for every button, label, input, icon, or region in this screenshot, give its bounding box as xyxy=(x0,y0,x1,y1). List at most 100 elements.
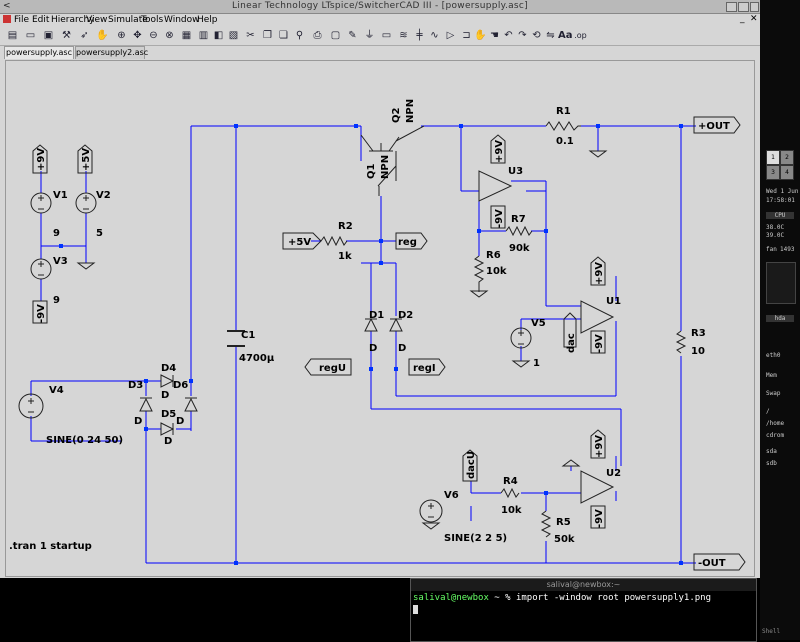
menu-file[interactable]: File xyxy=(14,15,30,25)
redo-icon[interactable]: ↷ xyxy=(518,30,527,41)
shell-label[interactable]: Shell xyxy=(762,628,781,635)
hda-label: hda xyxy=(766,315,794,322)
d2-value: D xyxy=(398,343,406,354)
d4-name: D4 xyxy=(161,363,176,374)
schematic-canvas[interactable]: +OUT -OUT +5V reg regU regI dac dacU +9V… xyxy=(5,60,755,577)
close-all-icon[interactable]: ▧ xyxy=(228,30,239,41)
tab-bar: powersupply.asc powersupply2.asc xyxy=(0,46,760,59)
halt-icon[interactable]: ✋ xyxy=(96,30,109,41)
wires xyxy=(30,125,696,564)
menu-hierarchy[interactable]: Hierarchy xyxy=(51,15,95,25)
c1-name: C1 xyxy=(241,330,255,341)
control-panel-icon[interactable]: ⚒ xyxy=(62,30,71,41)
print-icon[interactable]: ⎙ xyxy=(313,30,322,41)
label-icon[interactable]: ▭ xyxy=(381,30,392,41)
mount-cdrom: cdrom xyxy=(766,432,785,439)
r5-name: R5 xyxy=(556,517,571,528)
tile-icon[interactable]: ▥ xyxy=(198,30,209,41)
d4-value: D xyxy=(161,390,169,401)
r4-value: 10k xyxy=(501,505,522,516)
terminal-window[interactable]: salival@newbox:~ salival@newbox ~ % impo… xyxy=(410,578,757,642)
open-icon[interactable]: ▭ xyxy=(25,30,36,41)
maximize-button[interactable] xyxy=(738,2,749,12)
flag-v2-pos: +5V xyxy=(81,148,92,171)
ltspice-window: < Linear Technology LTspice/SwitcherCAD … xyxy=(0,0,760,578)
app-icon xyxy=(3,15,11,23)
copy-icon[interactable]: ❐ xyxy=(263,30,272,41)
v5-value: 1 xyxy=(533,358,540,369)
run-icon[interactable]: ➶ xyxy=(80,30,89,41)
new-icon[interactable]: ▤ xyxy=(7,30,18,41)
menu-window[interactable]: Window xyxy=(164,15,200,25)
print-preview-icon[interactable]: ▢ xyxy=(330,30,341,41)
r2-name: R2 xyxy=(338,221,353,232)
net-reg: reg xyxy=(398,237,417,248)
close-window-button[interactable] xyxy=(750,2,759,12)
window-title: Linear Technology LTspice/SwitcherCAD II… xyxy=(232,1,528,11)
undo-icon[interactable]: ↶ xyxy=(504,30,513,41)
menu-help[interactable]: Help xyxy=(197,15,218,25)
spice-directive-icon[interactable]: .op xyxy=(574,31,587,40)
minimize-button[interactable] xyxy=(726,2,737,12)
find-icon[interactable]: ⚲ xyxy=(295,30,304,41)
voltage-sources xyxy=(18,192,532,523)
menu-simulate[interactable]: Simulate xyxy=(108,15,148,25)
q2-name: Q2 xyxy=(391,107,402,123)
workspace-pager[interactable]: 1 2 3 4 xyxy=(766,150,794,180)
component-icon[interactable]: ⊐ xyxy=(462,30,471,41)
q2-value: NPN xyxy=(405,99,416,123)
title-bar[interactable]: < Linear Technology LTspice/SwitcherCAD … xyxy=(0,0,760,14)
cut-icon[interactable]: ✂ xyxy=(246,30,255,41)
capacitor-icon[interactable]: ╪ xyxy=(416,30,423,41)
save-icon[interactable]: ▣ xyxy=(43,30,54,41)
net-5v: +5V xyxy=(288,237,311,248)
diode-icon[interactable]: ▷ xyxy=(446,30,455,41)
mount-root: / xyxy=(766,408,770,415)
workspace-3[interactable]: 3 xyxy=(767,166,779,179)
mdi-minimize-icon[interactable]: _ xyxy=(740,14,745,24)
menu-edit[interactable]: Edit xyxy=(32,15,50,25)
tab-powersupply2[interactable]: powersupply2.asc xyxy=(75,46,149,59)
v5-name: V5 xyxy=(531,318,546,329)
inductor-icon[interactable]: ∿ xyxy=(430,30,439,41)
paste-icon[interactable]: ❏ xyxy=(279,30,288,41)
resistor-icon[interactable]: ≋ xyxy=(399,30,408,41)
zoom-out-icon[interactable]: ⊖ xyxy=(149,30,158,41)
q1-value: NPN xyxy=(380,155,391,179)
cpu-temp-1: 38.0C xyxy=(766,224,785,231)
spice-directive[interactable]: .tran 1 startup xyxy=(9,541,92,552)
text-icon[interactable]: Aa xyxy=(558,30,573,41)
rotate-icon[interactable]: ⟲ xyxy=(532,30,541,41)
pan-icon[interactable]: ✥ xyxy=(133,30,142,41)
mdi-close-icon[interactable]: ✕ xyxy=(750,14,758,24)
move-icon[interactable]: ✋ xyxy=(474,30,487,41)
flag-u3-neg: -9V xyxy=(494,209,505,228)
fan-label: fan xyxy=(766,246,777,253)
cascade-icon[interactable]: ◧ xyxy=(213,30,224,41)
net-label-shapes xyxy=(32,116,746,571)
wire-icon[interactable]: ✎ xyxy=(348,30,357,41)
workspace-1[interactable]: 1 xyxy=(767,151,779,164)
r3-name: R3 xyxy=(691,328,706,339)
mem-label: Mem xyxy=(766,372,777,379)
window-menu-icon[interactable]: < xyxy=(3,1,11,11)
d6-name: D6 xyxy=(173,380,188,391)
ground-icon[interactable]: ⏚ xyxy=(364,30,375,41)
zoom-fit-icon[interactable]: ⊗ xyxy=(165,30,174,41)
r3-value: 10 xyxy=(691,346,705,357)
r7-name: R7 xyxy=(511,214,526,225)
workspace-4[interactable]: 4 xyxy=(781,166,793,179)
mount-sdb: sdb xyxy=(766,460,777,467)
grounds xyxy=(76,150,608,530)
workspace-2[interactable]: 2 xyxy=(781,151,793,164)
net-regU: regU xyxy=(319,363,346,374)
mount-sda: sda xyxy=(766,448,777,455)
menu-tools[interactable]: Tools xyxy=(141,15,164,25)
mirror-icon[interactable]: ⇋ xyxy=(546,30,555,41)
zoom-in-icon[interactable]: ⊕ xyxy=(117,30,126,41)
waveform-icon[interactable]: ▦ xyxy=(181,30,192,41)
menu-view[interactable]: View xyxy=(86,15,108,25)
drag-icon[interactable]: ☚ xyxy=(490,30,499,41)
r2-value: 1k xyxy=(338,251,352,262)
tab-powersupply[interactable]: powersupply.asc xyxy=(4,46,74,59)
